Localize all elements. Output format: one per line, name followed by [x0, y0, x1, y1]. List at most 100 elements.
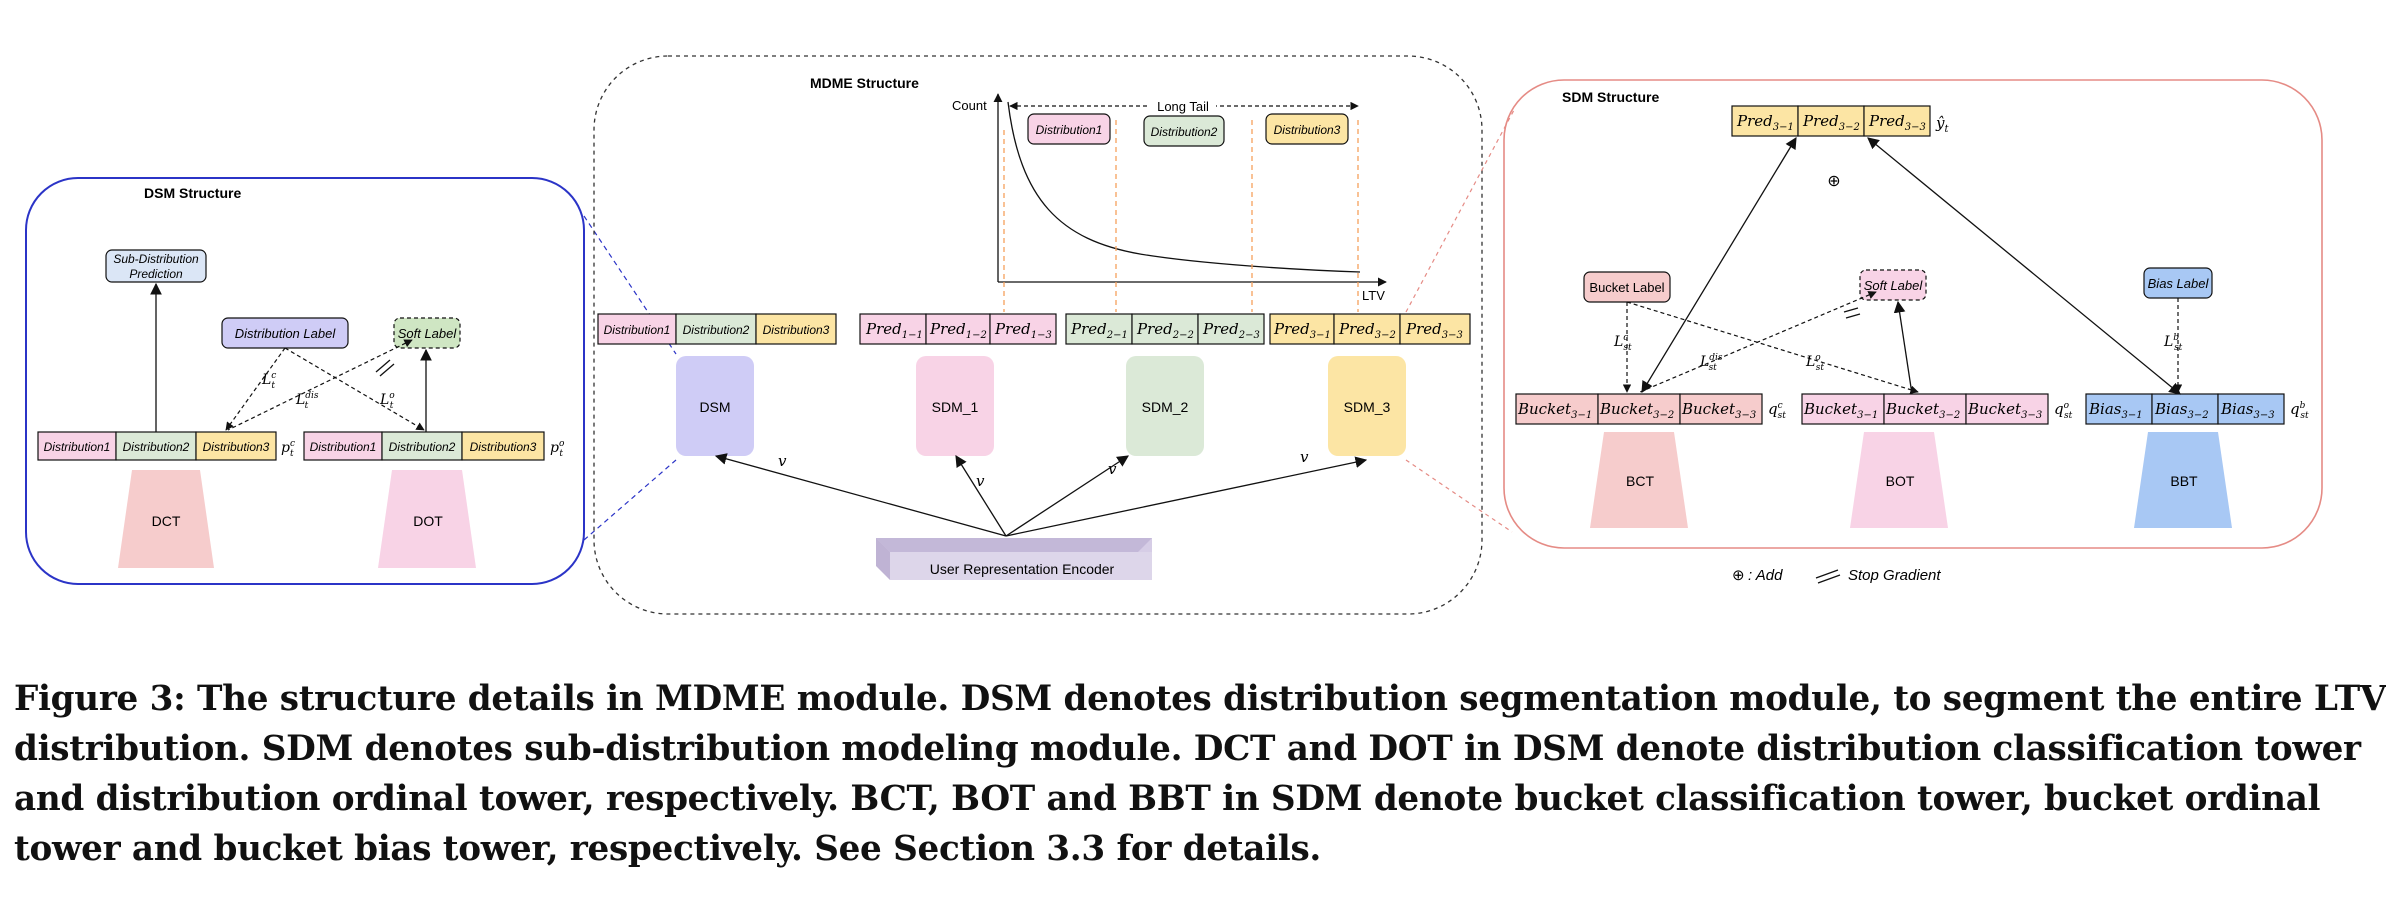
- sdm-pred-cell-sub: 3−2: [1839, 122, 1860, 133]
- pred-cell: Pred: [994, 320, 1031, 338]
- pred-cell-sub: 2−1: [1106, 330, 1128, 341]
- sdm-structure-panel: SDM Structure Pred3−1 Pred3−2 Pred3−3 ŷt…: [1503, 79, 2323, 549]
- add-icon: ⊕: [1732, 567, 1745, 584]
- sdm3-module: [1328, 356, 1406, 456]
- p-c-sub: t: [290, 449, 294, 459]
- dot-tower-label: DOT: [413, 513, 443, 529]
- dsm-ldis-sub: t: [305, 401, 309, 411]
- q-b-sup: b: [2300, 401, 2306, 411]
- svg-text:Pred1−1: Pred1−1: [865, 320, 923, 341]
- mdme-structure-panel: MDME Structure Count LTV Long Tail Distr…: [593, 55, 1483, 615]
- p-o-sub: t: [559, 449, 563, 459]
- caption-line: and distribution ordinal tower, respecti…: [14, 779, 2321, 819]
- q-c-label: q: [1768, 400, 1778, 418]
- sub-pred-line2: Prediction: [129, 267, 183, 281]
- p-c-label: p: [281, 440, 290, 456]
- bucket-cell: Bucket: [1681, 400, 1736, 418]
- q-b-sub: st: [2300, 411, 2309, 421]
- dsm-lc: L: [261, 372, 271, 388]
- encoder-label: User Representation Encoder: [930, 561, 1115, 577]
- bucket-cell-sub: 3−2: [1939, 410, 1960, 421]
- dct-bar-cell: Distribution3: [203, 440, 270, 454]
- bias-cell-sub: 3−3: [2253, 410, 2274, 421]
- bot-tower-label: BOT: [1886, 473, 1915, 489]
- mdme-dsm-bar-cell: Distribution1: [604, 323, 671, 337]
- soft-label-text: Soft Label: [398, 326, 458, 341]
- sdm-lc-sub: st: [1623, 343, 1632, 353]
- v-label-sdm3: v: [1300, 448, 1309, 466]
- dist-tag-1: [1027, 113, 1111, 145]
- pred-cell: Pred: [1070, 320, 1107, 338]
- pred-cell-sub: 1−3: [1031, 330, 1052, 341]
- p-o-sup: o: [559, 439, 565, 449]
- pred-cell: Pred: [1136, 320, 1173, 338]
- bucket-cell: Bucket: [1517, 400, 1572, 418]
- svg-text:Bias3−1: Bias3−1: [2088, 400, 2143, 421]
- q-o-sub: st: [2064, 411, 2073, 421]
- bias-cell: Bias: [2088, 400, 2122, 418]
- sub-distribution-prediction-box: [105, 249, 207, 283]
- pred-cell: Pred: [1338, 320, 1375, 338]
- mdme-dsm-bar: Distribution1 Distribution2 Distribution…: [597, 313, 837, 345]
- pred-cell-sub: 2−3: [1238, 330, 1260, 341]
- bucket-cell-sub: 3−2: [1653, 410, 1674, 421]
- bias-label-text: Bias Label: [2148, 276, 2210, 291]
- svg-text:Pred2−2: Pred2−2: [1136, 320, 1194, 341]
- svg-text:Bias3−2: Bias3−2: [2154, 400, 2209, 421]
- q-o-label: q: [2054, 400, 2064, 418]
- svg-text:Bucket3−2: Bucket3−2: [1599, 400, 1674, 421]
- dsm-module-label: DSM: [699, 399, 730, 415]
- svg-text:Bucket3−3: Bucket3−3: [1967, 400, 2042, 421]
- pred-cell-sub: 1−2: [966, 330, 987, 341]
- sdm-ldis-sup: dis: [1709, 353, 1723, 363]
- long-tail-curve: [1007, 101, 1361, 273]
- dsm-structure-panel: DSM Structure Sub-Distribution Predictio…: [25, 177, 585, 585]
- sdm-pred-cell: Pred: [1736, 112, 1773, 130]
- dist-tag-1-label: Distribution1: [1036, 123, 1103, 137]
- pred-cell-sub: 3−3: [1442, 330, 1463, 341]
- bucket-cell-sub: 3−3: [2021, 410, 2042, 421]
- sdm-lo-sub: st: [1816, 363, 1825, 373]
- sdm1-module: [916, 356, 994, 456]
- v-label-sdm2: v: [1108, 460, 1117, 478]
- q-c-sup: c: [1778, 401, 1783, 411]
- pred-cell: Pred: [865, 320, 902, 338]
- bct-tower-label: BCT: [1626, 473, 1654, 489]
- dsm-structure-title: DSM Structure: [144, 185, 241, 201]
- bucket-cell: Bucket: [1967, 400, 2022, 418]
- chart-y-label: Count: [952, 98, 987, 113]
- dot-bar-cell: Distribution3: [470, 440, 537, 454]
- bucket-cell-sub: 3−1: [1571, 410, 1592, 421]
- svg-text:Pred3−1: Pred3−1: [1273, 320, 1331, 341]
- sdm-pred-cell: Pred: [1802, 112, 1839, 130]
- sdm-lb-sub: st: [2174, 343, 2183, 353]
- dot-output-bar: Distribution1 Distribution2 Distribution…: [303, 431, 545, 461]
- pred-cell-sub: 1−1: [902, 330, 923, 341]
- pred-bar-2: Pred2−1 Pred2−2 Pred2−3: [1065, 313, 1265, 345]
- svg-text:Pred2−1: Pred2−1: [1070, 320, 1128, 341]
- dct-bar-cell: Distribution1: [44, 440, 111, 454]
- sdm-top-pred-bar: Pred3−1 Pred3−2 Pred3−3: [1731, 105, 1931, 137]
- add-legend-label: : Add: [1748, 567, 1783, 584]
- sdm3-module-label: SDM_3: [1344, 399, 1391, 415]
- svg-text:pct: pct: [281, 439, 295, 459]
- pred-cell: Pred: [1405, 320, 1442, 338]
- bucket-cell-sub: 3−1: [1857, 410, 1878, 421]
- sdm-lo-sup: o: [1815, 353, 1821, 363]
- bucket-label-text: Bucket Label: [1589, 280, 1664, 295]
- mdme-structure-title: MDME Structure: [810, 75, 919, 91]
- dct-tower: [118, 470, 214, 568]
- svg-text:Bias3−3: Bias3−3: [2220, 400, 2275, 421]
- bot-tower: [1850, 432, 1948, 528]
- dct-tower-label: DCT: [152, 513, 181, 529]
- pred-bar-3: Pred3−1 Pred3−2 Pred3−3: [1269, 313, 1471, 345]
- dsm-lo: L: [379, 392, 389, 408]
- sdm-soft-label-text: Soft Label: [1864, 278, 1924, 293]
- sdm-lc: L: [1613, 334, 1623, 350]
- y-hat-sub: t: [1944, 124, 1949, 135]
